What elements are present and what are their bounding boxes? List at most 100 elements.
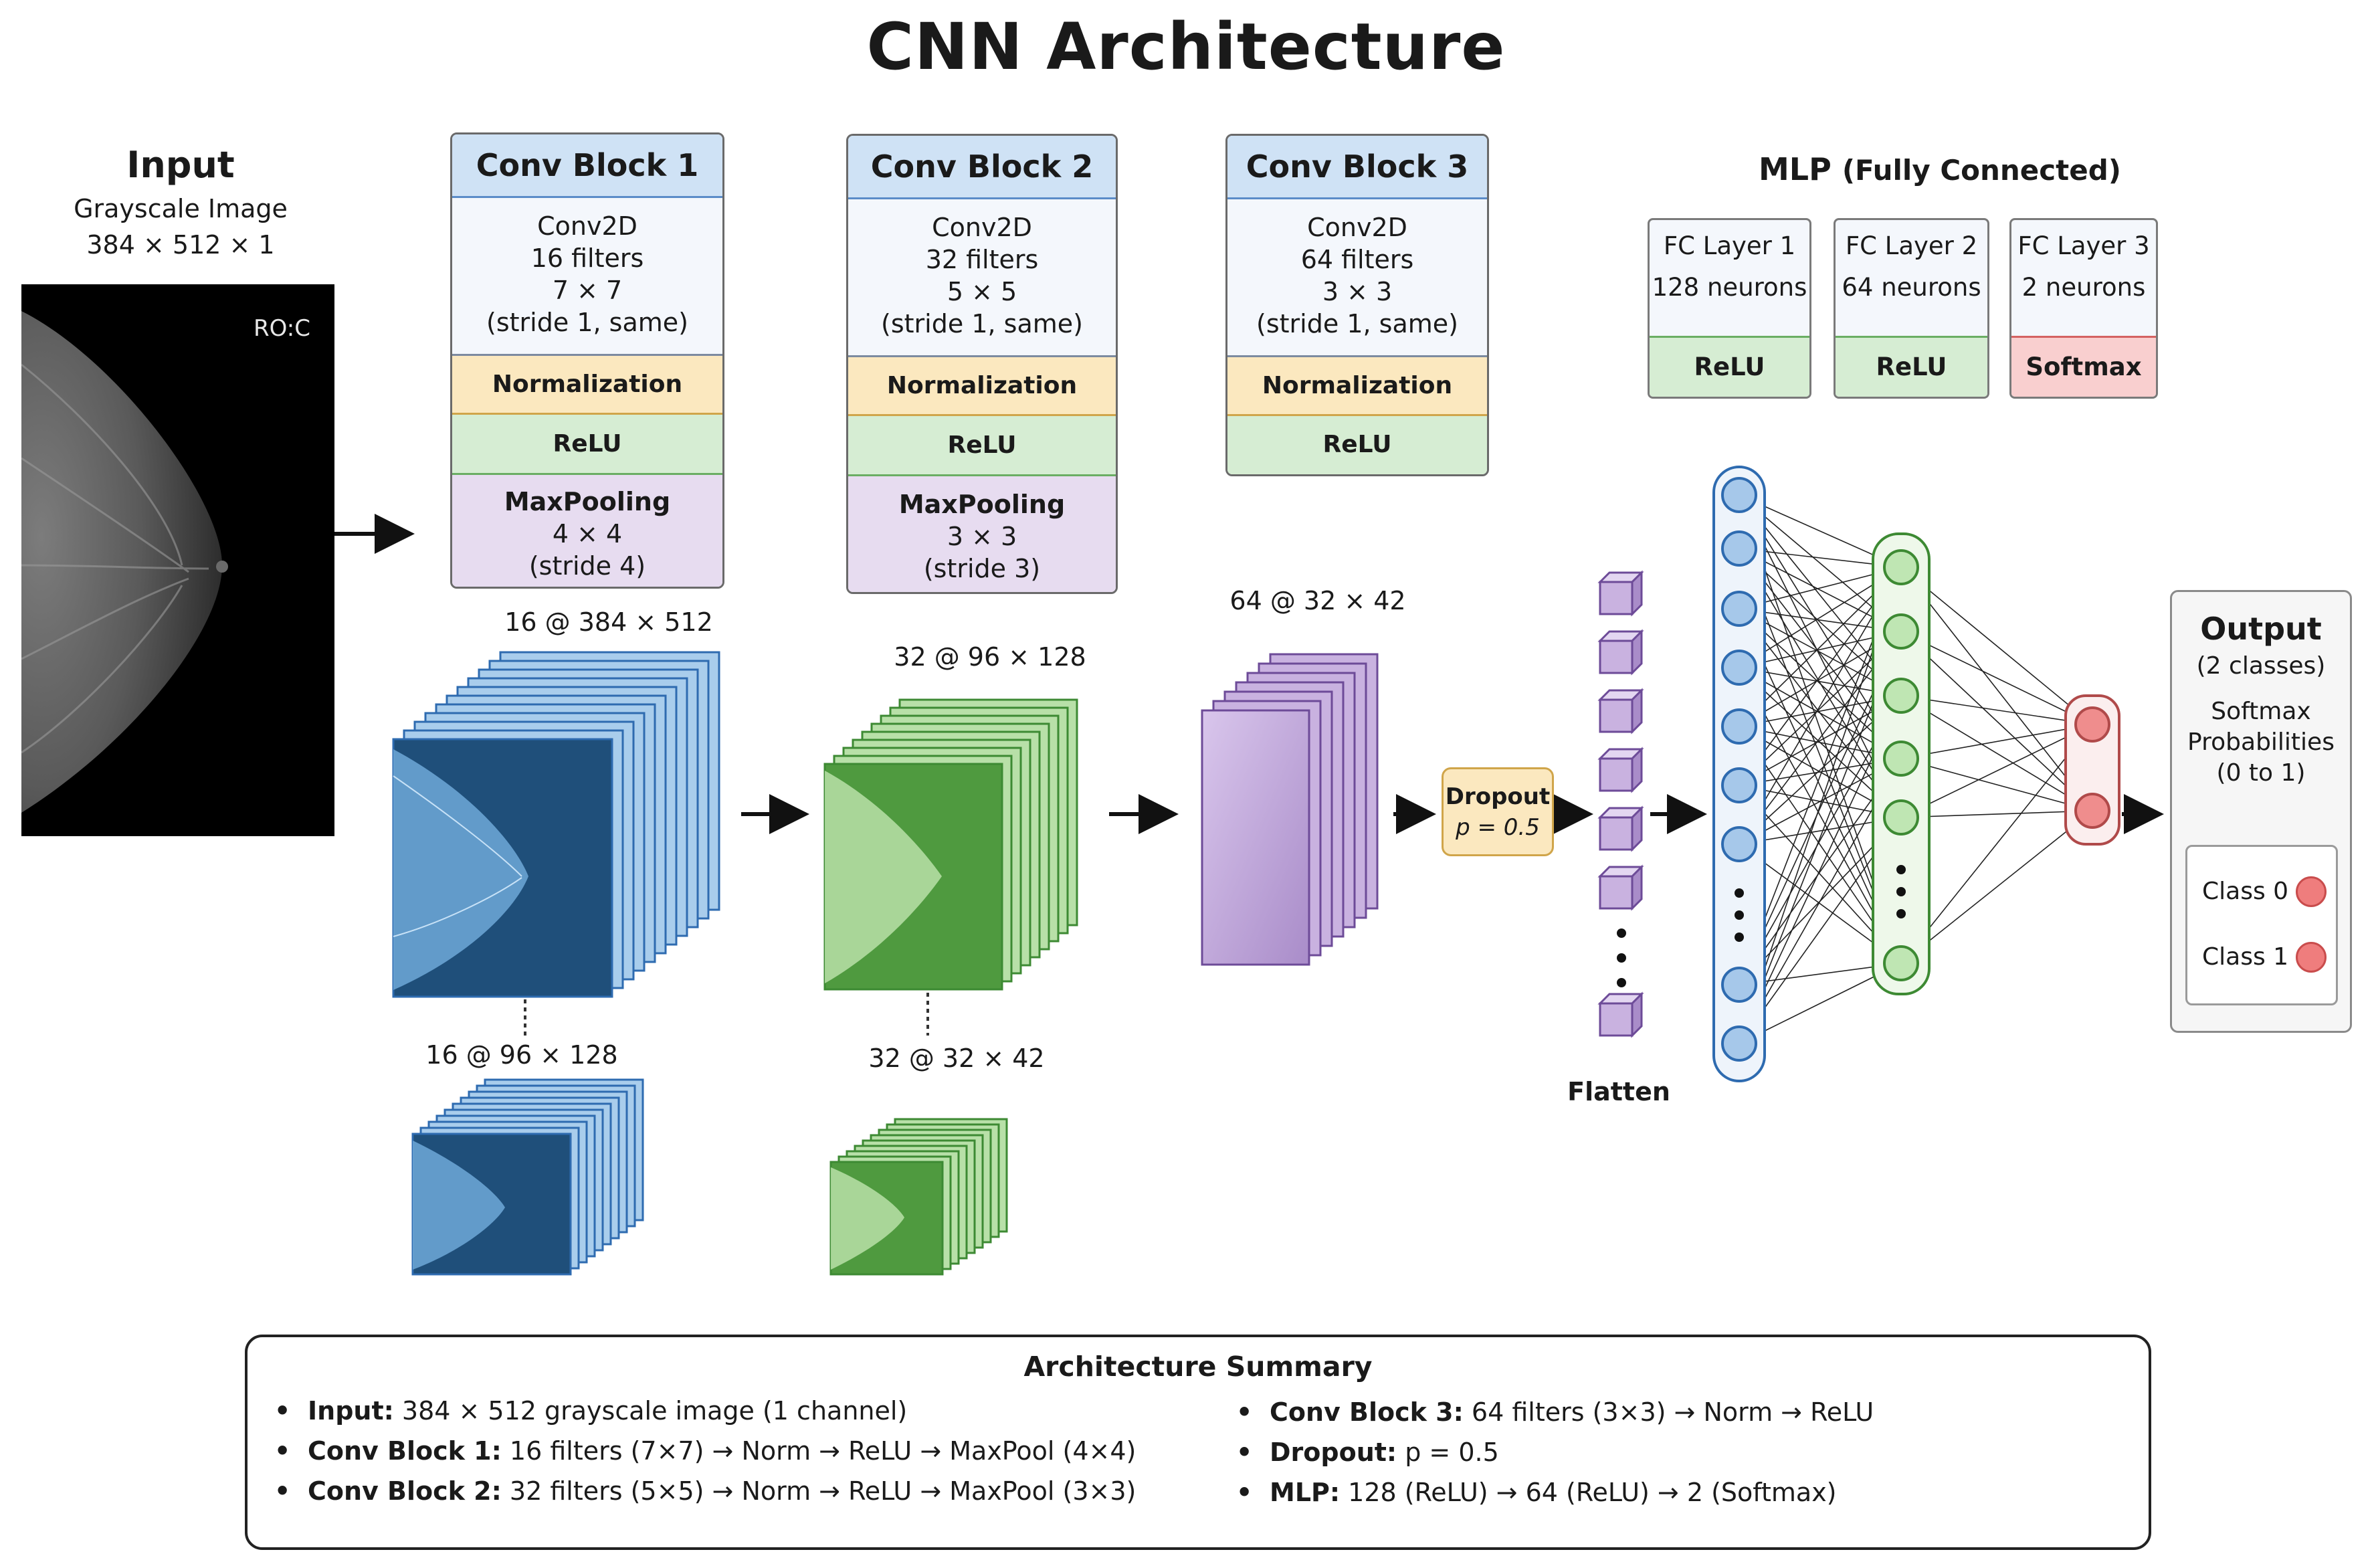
output-description: Softmax Probabilities (0 to 1) — [2172, 696, 2350, 789]
fc1-neuron — [1721, 1025, 1757, 1062]
flatten-cube — [1597, 747, 1644, 793]
fc2-neuron — [1883, 799, 1919, 836]
feature-map-stack-2-pooled — [829, 1118, 1008, 1276]
connection-fc2-fc3 — [1900, 695, 2093, 811]
fc-layer-name: FC Layer 1 — [1663, 231, 1796, 260]
summary-item-dropout: •Dropout: p = 0.5 — [1236, 1438, 1499, 1467]
conv-block-3-conv2d: Conv2D 64 filters 3 × 3 (stride 1, same) — [1227, 199, 1487, 357]
block-2-pool-output-label: 32 @ 32 × 42 — [868, 1044, 1045, 1073]
fc3-neuron — [2074, 706, 2110, 743]
pool-size: 3 × 3 — [947, 522, 1017, 551]
fc2-ellipsis-dot — [1896, 909, 1906, 918]
conv-block-2-maxpool: MaxPooling 3 × 3 (stride 3) — [848, 476, 1116, 592]
summary-key: Conv Block 1: — [308, 1436, 502, 1466]
block-3-conv-output-label: 64 @ 32 × 42 — [1229, 586, 1406, 615]
connection-fc2-fc3 — [1900, 810, 2093, 964]
output-box: Output (2 classes) Softmax Probabilities… — [2170, 590, 2352, 1033]
output-desc-line: (0 to 1) — [2216, 759, 2306, 787]
conv-kernel: 3 × 3 — [1322, 277, 1393, 306]
fc-layer-neurons: 64 neurons — [1842, 273, 1981, 302]
feature-map-stack-1-pooled — [411, 1078, 644, 1276]
connection-fc2-fc3 — [1900, 567, 2093, 725]
fc1-ellipsis-dot — [1735, 933, 1744, 942]
fc2-neuron — [1883, 741, 1919, 777]
conv-block-2-conv2d: Conv2D 32 filters 5 × 5 (stride 1, same) — [848, 199, 1116, 357]
flatten-cubes — [1597, 570, 1644, 1038]
fc2-neuron — [1883, 945, 1919, 981]
output-heading: Output — [2200, 611, 2322, 647]
class-legend: Class 0 Class 1 — [2185, 845, 2338, 1005]
fc-layer-neurons: 128 neurons — [1652, 273, 1807, 302]
flatten-cube — [1597, 629, 1644, 676]
summary-text: 64 filters (3×3) → Norm → ReLU — [1463, 1397, 1874, 1427]
summary-text: 384 × 512 grayscale image (1 channel) — [393, 1396, 908, 1426]
summary-key: MLP: — [1270, 1478, 1341, 1507]
flatten-ellipsis-dot — [1617, 953, 1626, 963]
conv-block-1-conv2d: Conv2D 16 filters 7 × 7 (stride 1, same) — [452, 198, 722, 356]
connection-fc2-fc3 — [1900, 758, 2093, 811]
dropout-label: Dropout — [1445, 783, 1551, 810]
fc-layer-1-text: FC Layer 1 128 neurons — [1650, 220, 1809, 308]
conv-block-2: Conv Block 2 Conv2D 32 filters 5 × 5 (st… — [846, 134, 1118, 594]
class-1-label: Class 1 — [2202, 943, 2289, 971]
summary-left-list: •Input: 384 × 512 grayscale image (1 cha… — [274, 1391, 1136, 1511]
summary-item-input: •Input: 384 × 512 grayscale image (1 cha… — [274, 1396, 908, 1426]
fc1-neuron — [1721, 530, 1757, 567]
mlp-heading: MLP (Fully Connected) — [1632, 151, 2248, 187]
fc2-ellipsis-dot — [1896, 887, 1906, 896]
conv-block-1-normalization: Normalization — [452, 356, 722, 415]
conv-filters: 32 filters — [925, 245, 1039, 274]
summary-item-mlp: •MLP: 128 (ReLU) → 64 (ReLU) → 2 (Softma… — [1236, 1478, 1837, 1507]
summary-right-list: •Conv Block 3: 64 filters (3×3) → Norm →… — [1236, 1392, 1874, 1512]
summary-text: p = 0.5 — [1397, 1438, 1499, 1467]
summary-key: Conv Block 2: — [308, 1476, 502, 1506]
summary-key: Input: — [308, 1396, 394, 1426]
input-subtitle: Grayscale Image — [74, 194, 288, 223]
conv-block-1: Conv Block 1 Conv2D 16 filters 7 × 7 (st… — [450, 132, 724, 589]
summary-title: Architecture Summary — [1023, 1351, 1373, 1383]
conv-block-2-title: Conv Block 2 — [848, 136, 1116, 199]
conv-filters: 16 filters — [530, 243, 644, 273]
fc-layer-2-activation: ReLU — [1836, 336, 1987, 397]
feature-map-stack-2 — [823, 698, 1078, 991]
diagram-title: CNN Architecture — [866, 9, 1506, 84]
output-desc-line: Softmax — [2211, 698, 2311, 725]
fc2-ellipsis-dot — [1896, 865, 1906, 874]
fc-layer-3-activation: Softmax — [2011, 336, 2156, 397]
mlp-heading-suffix: (Fully Connected) — [1842, 154, 2121, 187]
summary-text: 32 filters (5×5) → Norm → ReLU → MaxPool… — [501, 1476, 1136, 1506]
conv-block-1-maxpool: MaxPooling 4 × 4 (stride 4) — [452, 475, 722, 587]
conv-stride: (stride 1, same) — [1256, 309, 1458, 338]
flatten-cube — [1597, 991, 1644, 1038]
conv-block-2-relu: ReLU — [848, 416, 1116, 476]
fc1-neuron — [1721, 767, 1757, 803]
conv-label: Conv2D — [537, 211, 637, 241]
block-2-conv-output-label: 32 @ 96 × 128 — [894, 642, 1086, 672]
dropout-box: Dropout p = 0.5 — [1442, 767, 1554, 856]
conv-block-1-relu: ReLU — [452, 415, 722, 475]
dropout-value: p = 0.5 — [1456, 814, 1540, 841]
pool-stride: (stride 4) — [528, 551, 646, 581]
summary-item-conv3: •Conv Block 3: 64 filters (3×3) → Norm →… — [1236, 1397, 1874, 1427]
fc1-ellipsis-dot — [1735, 888, 1744, 898]
class-0-indicator — [2296, 876, 2327, 907]
conv-block-1-title: Conv Block 1 — [452, 134, 722, 198]
fc-layer-neurons: 2 neurons — [2021, 273, 2146, 302]
pool-label: MaxPooling — [504, 487, 671, 516]
fc1-neuron — [1721, 708, 1757, 745]
pool-stride: (stride 3) — [923, 554, 1041, 583]
architecture-summary: Architecture Summary •Input: 384 × 512 g… — [245, 1335, 2151, 1550]
connection-fc2-fc3 — [1900, 631, 2093, 811]
connection-fc2-fc3 — [1900, 724, 2093, 818]
flatten-label: Flatten — [1567, 1077, 1670, 1106]
input-dimensions: 384 × 512 × 1 — [86, 230, 275, 260]
fc-layer-1: FC Layer 1 128 neurons ReLU — [1648, 218, 1811, 399]
feature-map-stack-3 — [1201, 653, 1379, 966]
connection-fc2-fc3 — [1900, 631, 2093, 725]
conv-kernel: 5 × 5 — [947, 277, 1017, 306]
conv-filters: 64 filters — [1300, 245, 1414, 274]
feature-map-stack-1 — [392, 651, 720, 998]
fc1-neuron — [1721, 477, 1757, 513]
conv-block-2-normalization: Normalization — [848, 357, 1116, 416]
fc2-neuron — [1883, 678, 1919, 714]
